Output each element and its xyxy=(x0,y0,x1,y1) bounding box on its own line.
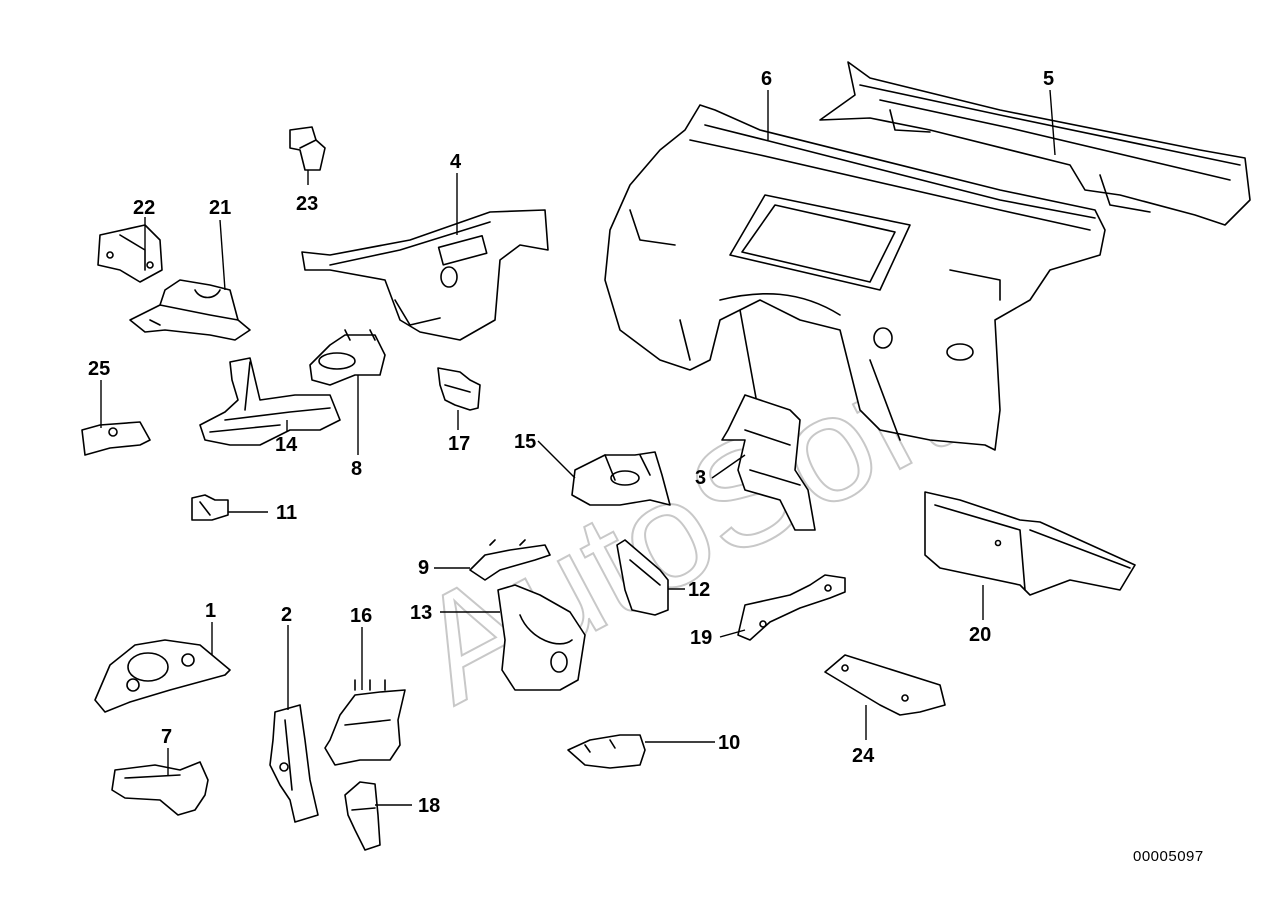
callout-1: 1 xyxy=(205,600,216,622)
callout-21: 21 xyxy=(209,197,231,219)
part-4-bracket[interactable] xyxy=(301,209,549,341)
callout-20: 20 xyxy=(969,624,991,646)
callout-7: 7 xyxy=(161,726,172,748)
part-11-clip[interactable] xyxy=(191,494,229,521)
callout-13: 13 xyxy=(410,602,432,624)
callout-22: 22 xyxy=(133,197,155,219)
callout-9: 9 xyxy=(418,557,429,579)
callout-2: 2 xyxy=(281,604,292,626)
part-17-bracket[interactable] xyxy=(437,367,481,411)
callout-18: 18 xyxy=(418,795,440,817)
callout-16: 16 xyxy=(350,605,372,627)
part-13-bracket[interactable] xyxy=(497,584,586,691)
part-15-bracket[interactable] xyxy=(571,451,671,506)
part-9-bracket[interactable] xyxy=(469,539,551,581)
part-19-rail[interactable] xyxy=(737,574,846,641)
part-16-bracket[interactable] xyxy=(324,679,406,766)
part-12-bracket[interactable] xyxy=(616,539,669,616)
callout-5: 5 xyxy=(1043,68,1054,90)
part-10-clip[interactable] xyxy=(567,734,646,769)
callouts: 1 2 3 4 5 6 7 8 9 10 11 12 13 14 15 16 1… xyxy=(88,68,1054,817)
part-8-ring-bracket[interactable] xyxy=(309,329,386,386)
callout-15: 15 xyxy=(514,431,536,453)
callout-11: 11 xyxy=(276,502,297,524)
callout-19: 19 xyxy=(690,627,712,649)
part-5-cowl-panel[interactable] xyxy=(819,61,1251,226)
part-14-cross-member[interactable] xyxy=(199,357,341,446)
callout-4: 4 xyxy=(450,151,462,173)
callout-24: 24 xyxy=(852,745,875,767)
callout-23: 23 xyxy=(296,193,318,215)
leader-lines xyxy=(100,89,1056,806)
callout-10: 10 xyxy=(718,732,740,754)
callout-17: 17 xyxy=(448,433,470,455)
part-7-bracket[interactable] xyxy=(111,761,209,816)
part-23-clip[interactable] xyxy=(289,126,326,171)
part-3-bracket[interactable] xyxy=(721,394,816,531)
callout-25: 25 xyxy=(88,358,110,380)
part-18-clip[interactable] xyxy=(344,781,381,851)
diagram-id: 00005097 xyxy=(1133,848,1204,865)
callout-3: 3 xyxy=(695,467,706,489)
part-6-bulkhead[interactable] xyxy=(604,104,1106,451)
callout-12: 12 xyxy=(688,579,710,601)
callout-8: 8 xyxy=(351,458,362,480)
part-21-support[interactable] xyxy=(129,279,251,341)
part-24-plate[interactable] xyxy=(824,654,946,716)
part-20-floor-bracket[interactable] xyxy=(924,491,1136,596)
callout-6: 6 xyxy=(761,68,772,90)
part-1-bracket[interactable] xyxy=(94,639,231,713)
part-2-bracket[interactable] xyxy=(269,704,319,823)
part-22-plate[interactable] xyxy=(97,224,163,283)
callout-14: 14 xyxy=(275,434,298,456)
part-25-plate[interactable] xyxy=(81,421,151,456)
